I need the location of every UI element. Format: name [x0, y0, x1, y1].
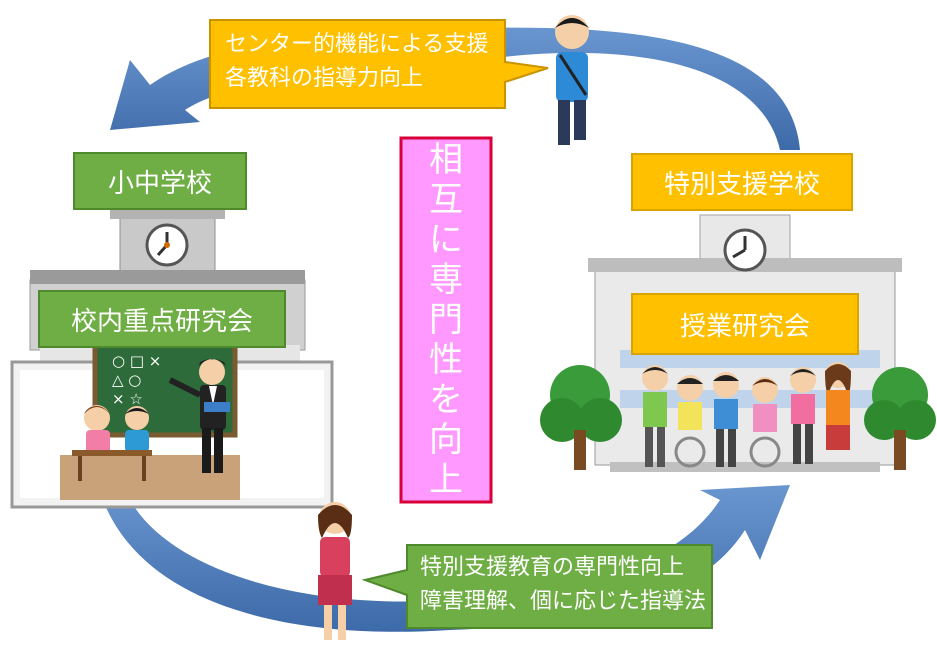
left-school-label: 小中学校 — [73, 152, 247, 210]
top-callout-line2: 各教科の指導力向上 — [225, 66, 424, 92]
teacher-figure — [168, 359, 230, 473]
center-char: 上 — [429, 460, 463, 500]
top-callout-text: センター的機能による支援 各教科の指導力向上 — [225, 28, 488, 96]
center-char: 門 — [429, 300, 463, 340]
tree-icon — [864, 367, 936, 470]
walking-woman-figure — [318, 502, 352, 640]
left-meeting-label-text: 校内重点研究会 — [70, 306, 253, 337]
clock-icon — [723, 228, 767, 272]
bottom-callout-text: 特別支援教育の専門性向上 障害理解、個に応じた指導法 — [420, 551, 706, 619]
center-char: 専 — [429, 260, 463, 300]
wheelchair-children-figure — [642, 362, 851, 468]
center-char: 互 — [429, 180, 463, 220]
right-school-label-text: 特別支援学校 — [663, 169, 820, 200]
top-callout-bubble — [209, 19, 549, 109]
clock-icon — [145, 223, 189, 267]
bottom-callout-bubble — [361, 544, 713, 629]
right-school-label: 特別支援学校 — [631, 153, 853, 211]
center-char: 向 — [429, 420, 463, 460]
blackboard-symbol-text: ○ □ × △ ○ × ☆ — [112, 352, 161, 409]
blackboard-row: ○ □ × — [112, 352, 162, 370]
top-callout-line1: センター的機能による支援 — [225, 32, 489, 57]
tree-icon — [540, 365, 622, 470]
center-char: 相 — [429, 140, 463, 180]
left-meeting-label: 校内重点研究会 — [38, 290, 286, 348]
right-meeting-label: 授業研究会 — [631, 293, 859, 355]
right-meeting-label-text: 授業研究会 — [679, 311, 810, 342]
bottom-callout-line2: 障害理解、個に応じた指導法 — [420, 589, 707, 615]
blackboard-row: × ☆ — [112, 390, 143, 408]
center-char: 性 — [429, 340, 463, 380]
center-char: を — [429, 380, 463, 420]
center-text-box — [399, 136, 493, 504]
student-figures — [72, 405, 152, 481]
blackboard-row: △ ○ — [112, 371, 142, 389]
bottom-callout-line1: 特別支援教育の専門性向上 — [420, 555, 685, 580]
center-char: に — [429, 220, 463, 260]
left-school-label-text: 小中学校 — [107, 168, 212, 199]
center-vertical-text: 相 互 に 専 門 性 を 向 上 — [401, 138, 491, 502]
walking-man-figure — [555, 15, 589, 145]
